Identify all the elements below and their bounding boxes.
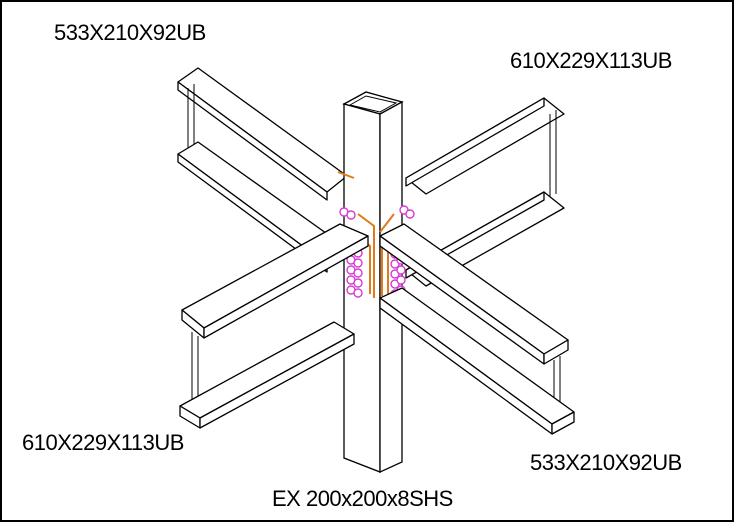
beam-top-left <box>177 67 348 273</box>
beam-bottom-left <box>179 223 369 429</box>
label-column: EX 200x200x8SHS <box>272 486 453 511</box>
label-beam-bottom-right: 533X210X92UB <box>530 450 682 475</box>
beam-top-right <box>405 97 565 287</box>
label-beam-top-left: 533X210X92UB <box>54 20 206 45</box>
label-beam-bottom-left: 610X229X113UB <box>22 430 184 455</box>
label-beam-top-right: 610X229X113UB <box>510 48 672 73</box>
beam-bottom-right <box>379 223 575 435</box>
